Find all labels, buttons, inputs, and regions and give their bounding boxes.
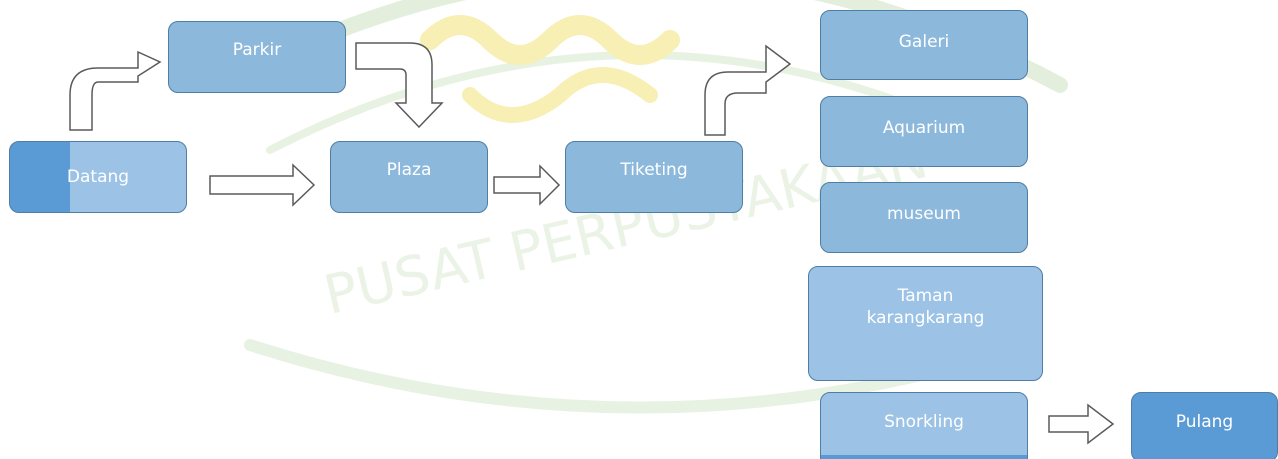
node-snorkling-label: Snorkling xyxy=(884,412,964,432)
bent-arrow-tiketing-to-galeri xyxy=(704,44,792,136)
node-museum-label: museum xyxy=(887,204,961,224)
node-taman-karangkarang[interactable]: Taman karangkarang xyxy=(808,266,1043,381)
node-aquarium-label: Aquarium xyxy=(882,118,966,138)
node-museum[interactable]: museum xyxy=(820,182,1028,253)
node-galeri-label: Galeri xyxy=(898,32,950,52)
node-parkir-label: Parkir xyxy=(232,40,282,60)
node-plaza[interactable]: Plaza xyxy=(330,141,488,213)
node-galeri[interactable]: Galeri xyxy=(820,10,1028,80)
node-aquarium[interactable]: Aquarium xyxy=(820,96,1028,167)
node-pulang[interactable]: Pulang xyxy=(1131,392,1278,459)
arrow-snorkling-to-pulang xyxy=(1048,403,1115,445)
node-plaza-label: Plaza xyxy=(386,160,432,180)
bent-arrow-parkir-to-plaza xyxy=(355,42,444,129)
arrow-datang-to-plaza xyxy=(209,163,316,207)
node-datang[interactable]: Datang xyxy=(9,141,187,213)
node-parkir[interactable]: Parkir xyxy=(168,21,346,93)
node-datang-label: Datang xyxy=(66,167,130,187)
node-taman-karangkarang-label: Taman karangkarang xyxy=(866,286,985,328)
node-pulang-label: Pulang xyxy=(1175,412,1234,432)
arrow-plaza-to-tiketing xyxy=(493,164,561,206)
node-snorkling[interactable]: Snorkling xyxy=(820,392,1028,459)
bent-arrow-datang-to-parkir xyxy=(69,50,162,131)
node-tiketing[interactable]: Tiketing xyxy=(565,141,743,213)
node-tiketing-label: Tiketing xyxy=(620,160,688,180)
